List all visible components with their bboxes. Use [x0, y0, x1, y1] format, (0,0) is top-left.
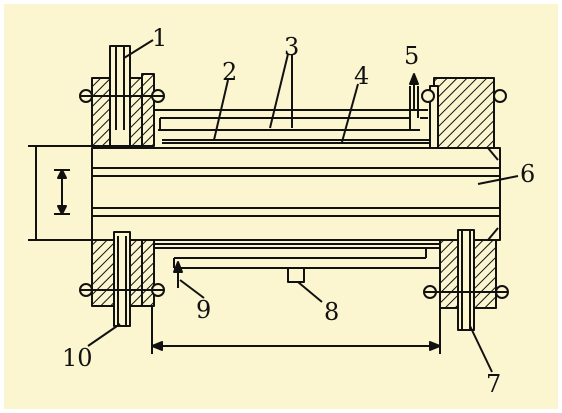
label-7: 7: [486, 370, 501, 398]
label-10: 10: [62, 344, 93, 372]
right-flange-bottom: [423, 229, 509, 331]
label-2: 2: [222, 58, 237, 86]
central-tube: [91, 147, 501, 241]
lower-shell: [154, 243, 440, 283]
label-1: 1: [152, 24, 167, 52]
label-4: 4: [354, 62, 369, 90]
inlet-dimension: [28, 145, 92, 241]
feed-inlet-arrow: [173, 261, 183, 288]
left-flange-top: [79, 45, 165, 147]
length-dimension: [151, 306, 441, 354]
label-6: 6: [520, 160, 535, 188]
label-3: 3: [284, 33, 299, 61]
permeate-outlet-arrow: [409, 73, 419, 110]
label-8: 8: [324, 298, 339, 326]
label-9: 9: [196, 296, 211, 324]
left-flange-bottom: [79, 231, 165, 327]
right-flange-top: [421, 77, 507, 149]
label-5: 5: [404, 42, 419, 70]
leader-lines: [87, 39, 519, 373]
